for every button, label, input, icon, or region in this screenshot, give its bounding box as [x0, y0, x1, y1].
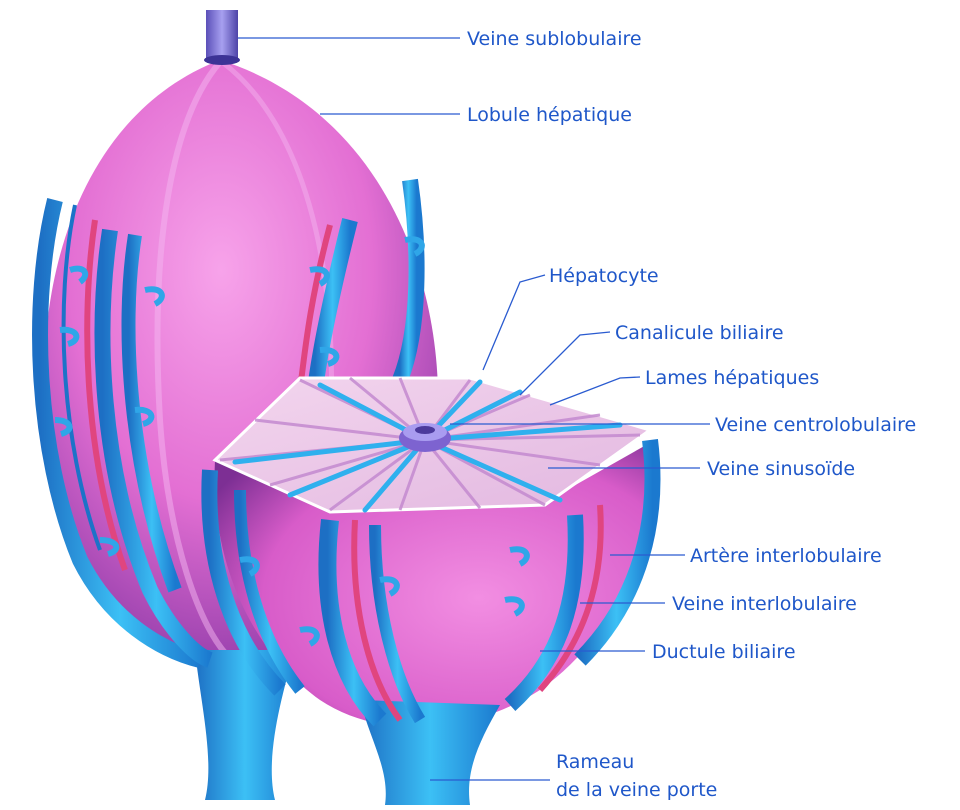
label-veine-centrolobulaire: Veine centrolobulaire — [715, 414, 916, 436]
leader-canalicule-biliaire — [520, 332, 610, 395]
label-ductule-biliaire: Ductule biliaire — [652, 641, 796, 663]
label-canalicule-biliaire: Canalicule biliaire — [615, 322, 784, 344]
label-lobule-hepatique: Lobule hépatique — [467, 104, 632, 126]
leader-hepatocyte — [483, 275, 545, 370]
label-rameau-line2: de la veine porte — [556, 779, 717, 801]
label-artere-interlobulaire: Artère interlobulaire — [690, 545, 882, 567]
label-veine-interlobulaire: Veine interlobulaire — [672, 593, 857, 615]
leader-lames-hepatiques — [550, 377, 640, 405]
sublobular-vein — [204, 10, 240, 65]
label-hepatocyte: Hépatocyte — [549, 265, 659, 287]
label-rameau-line1: Rameau — [556, 751, 634, 773]
label-veine-sublobulaire: Veine sublobulaire — [467, 28, 642, 50]
label-veine-sinusoide: Veine sinusoïde — [707, 458, 855, 480]
label-lames-hepatiques: Lames hépatiques — [645, 367, 819, 389]
